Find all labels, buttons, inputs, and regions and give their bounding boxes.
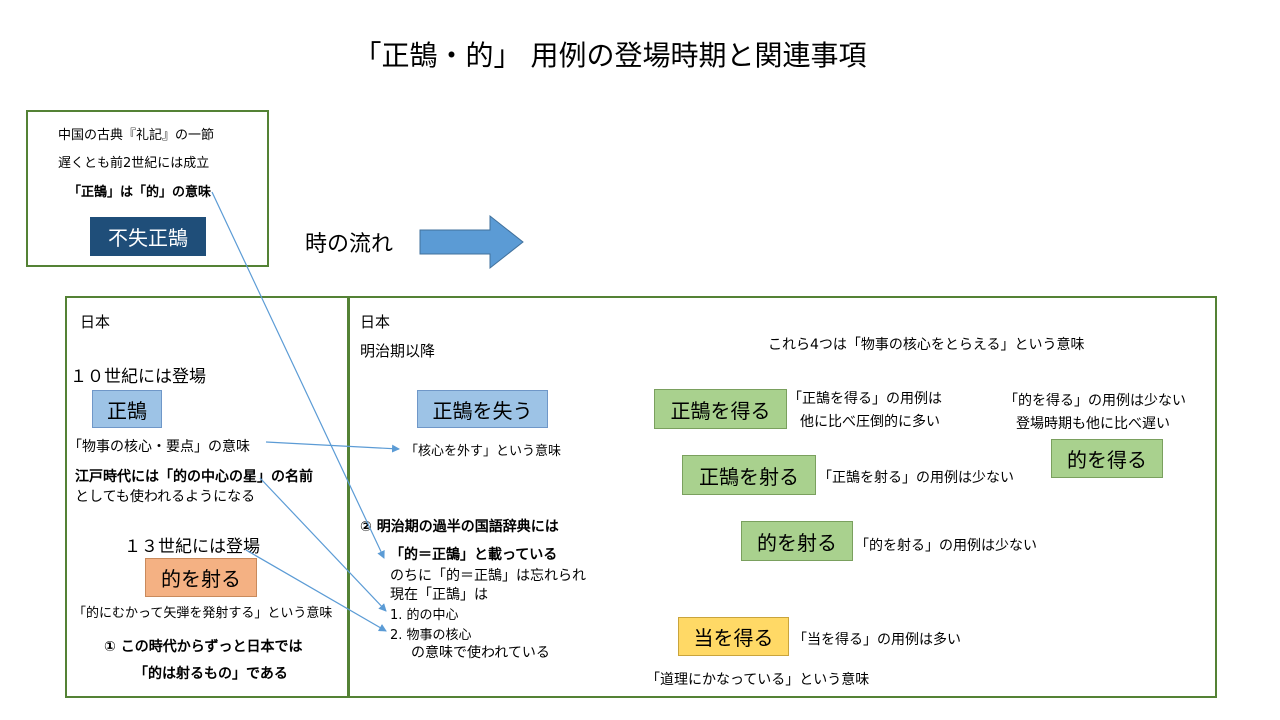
right-note2-line-1: ② 明治期の過半の国語辞典には [360,519,559,535]
right-ushinau-meaning: 「核心を外す」という意味 [405,444,562,459]
china-line-2: 遅くとも前2世紀には成立 [58,156,210,171]
left-c10: １０世紀には登場 [70,367,206,387]
china-line-1: 中国の古典『礼記』の一節 [58,128,215,143]
left-edo-line-2: としても使われるようになる [75,489,256,505]
right-eru-note-1: 「正鵠を得る」の用例は [788,391,942,407]
right-eru-note-2: 他に比べ圧倒的に多い [800,414,940,430]
left-seikoku-meaning: 「物事の核心・要点」の意味 [68,439,250,455]
left-mato-meaning: 「的にむかって矢弾を発射する」という意味 [73,606,333,621]
page-title: 「正鵠・的」 用例の登場時期と関連事項 [353,39,867,72]
right-mato-eru-note-1: 「的を得る」の用例は少ない [1004,393,1186,409]
china-line-3: 「正鵠」は「的」の意味 [68,185,212,200]
left-note1-line-1: ① この時代からずっと日本では [104,639,303,655]
china-box [26,110,269,267]
keyword-seikoku: 正鵠 [92,390,162,428]
right-meiji: 明治期以降 [360,342,436,360]
right-note2-item-2: 2. 物事の核心 [390,628,472,643]
time-flow-label: 時の流れ [305,232,394,257]
right-iru-note: 「正鵠を射る」の用例は少ない [818,470,1014,486]
keyword-mato-wo-iru-left: 的を射る [145,558,257,597]
right-note2-item-1: 1. 的の中心 [390,608,459,623]
right-heading: 日本 [360,313,391,331]
keyword-fushitsu-seikoku: 不失正鵠 [90,217,206,256]
left-c13: １３世紀には登場 [124,537,260,557]
left-heading: 日本 [80,313,111,331]
right-note2-line-3: のちに「的＝正鵠」は忘れられ [390,568,586,584]
keyword-mato-wo-eru: 的を得る [1051,439,1163,478]
right-ataru-meaning: 「道理にかなっている」という意味 [646,672,870,688]
left-note1-line-2: 「的は射るもの」である [134,666,288,682]
right-note2-line-2: 「的＝正鵠」と載っている [390,547,558,563]
right-ataru-note: 「当を得る」の用例は多い [793,632,961,648]
keyword-seikoku-wo-ushinau: 正鵠を失う [417,390,548,428]
right-four-meaning: これら4つは「物事の核心をとらえる」という意味 [768,337,1085,353]
keyword-seikoku-wo-eru: 正鵠を得る [654,389,787,429]
time-flow-arrow-icon [419,214,524,270]
left-edo-line-1: 江戸時代には「的の中心の星」の名前 [75,469,313,485]
keyword-mato-wo-iru-right: 的を射る [741,521,853,561]
keyword-tou-wo-eru: 当を得る [678,617,789,656]
right-note2-line-5: の意味で使われている [411,645,550,661]
right-mato-eru-note-2: 登場時期も他に比べ遅い [1016,416,1170,432]
right-note2-line-4: 現在「正鵠」は [390,587,488,603]
right-mato-iru-note: 「的を射る」の用例は少ない [855,538,1037,554]
keyword-seikoku-wo-iru: 正鵠を射る [682,455,816,495]
